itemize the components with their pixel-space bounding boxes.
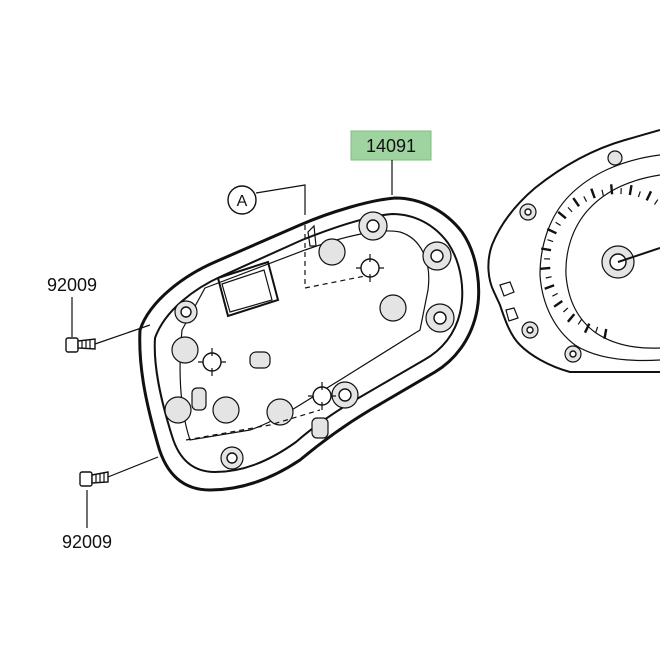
part-number-92009-bottom[interactable]: 92009 xyxy=(62,532,112,552)
leader-callout-a xyxy=(255,184,306,215)
dial-tick xyxy=(552,292,558,297)
dial-tick xyxy=(603,328,608,340)
dial-tick xyxy=(547,239,554,243)
dial-tick xyxy=(546,227,557,235)
dial-tick xyxy=(610,184,614,195)
dial-tick xyxy=(645,190,653,201)
dial-tick xyxy=(577,319,583,325)
dial-tick xyxy=(557,210,567,220)
dashed-mount-line xyxy=(185,409,321,441)
dial-ticks xyxy=(540,184,659,340)
dial-tick xyxy=(567,206,573,213)
indicator-socket-icon xyxy=(198,348,226,376)
dial-tick xyxy=(540,266,551,270)
screw-top-icon xyxy=(65,337,96,353)
dial-tick xyxy=(544,284,555,290)
dial-tick xyxy=(553,300,563,308)
dial-tick xyxy=(590,188,596,199)
part-number-92009-top[interactable]: 92009 xyxy=(47,275,97,295)
indicator-socket-icon xyxy=(308,382,336,410)
dial-tick xyxy=(545,276,552,279)
dial-tick xyxy=(653,199,659,205)
part-number-14091: 14091 xyxy=(366,136,416,156)
callout-a: A xyxy=(227,185,257,215)
dial-tick xyxy=(595,326,599,333)
callout-a-letter: A xyxy=(237,193,248,210)
dial-tick xyxy=(637,191,641,198)
screw-bottom-axis xyxy=(107,456,159,478)
dial-tick xyxy=(583,323,591,334)
dial-tick xyxy=(572,197,580,207)
indicator-socket-icon xyxy=(356,254,384,282)
dial-tick xyxy=(555,221,561,227)
screw-bottom-icon xyxy=(79,471,109,487)
dial-tick xyxy=(562,307,569,313)
dial-tick xyxy=(601,189,604,196)
dial-tick xyxy=(566,313,576,323)
dial-tick xyxy=(583,196,588,202)
part-label-14091[interactable]: 14091 xyxy=(350,130,432,161)
meter-cover-housing xyxy=(138,196,481,492)
meter-assembly xyxy=(487,129,660,373)
dial-tick xyxy=(540,247,552,252)
dashed-ref-line xyxy=(304,225,371,289)
dial-tick xyxy=(628,184,633,196)
